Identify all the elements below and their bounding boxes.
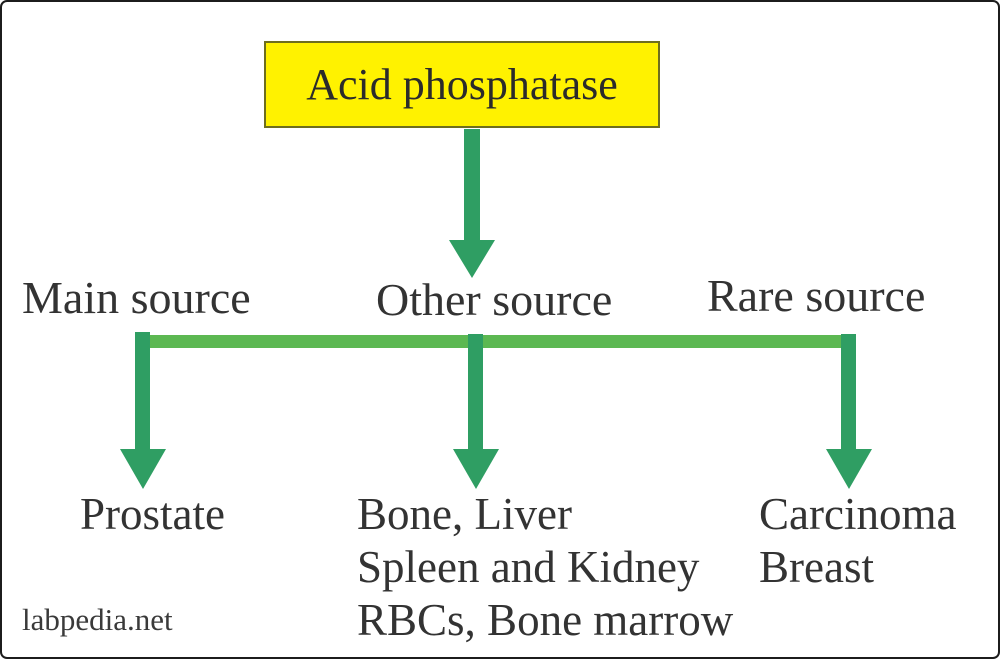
item-text: RBCs, Bone marrow xyxy=(357,595,734,645)
item-text: Spleen and Kidney xyxy=(357,542,700,592)
branch-items-other-source: Bone, Liver Spleen and Kidney RBCs, Bone… xyxy=(357,488,733,647)
arrow-stem xyxy=(468,334,483,449)
branch-items-rare-source: Carcinoma Breast xyxy=(759,488,956,594)
arrow-stem xyxy=(464,129,480,241)
arrow-head xyxy=(120,449,166,489)
diagram-title: Acid phosphatase xyxy=(306,60,618,109)
branch-label-other-source: Other source xyxy=(376,274,613,325)
arrow-stem xyxy=(841,334,856,449)
watermark-text: labpedia.net xyxy=(22,602,173,637)
arrow-head xyxy=(826,449,872,489)
item-text: Prostate xyxy=(80,489,225,539)
item-text: Breast xyxy=(759,542,874,592)
branch-label-rare-source: Rare source xyxy=(707,270,926,321)
title-box: Acid phosphatase xyxy=(264,41,660,128)
item-text: Carcinoma xyxy=(759,489,957,539)
arrow-head xyxy=(453,449,499,489)
arrow-stem xyxy=(135,332,150,449)
branch-connector-bar xyxy=(135,335,855,348)
branch-label-main-source: Main source xyxy=(22,272,251,323)
arrow-head xyxy=(449,240,495,278)
branch-items-main-source: Prostate xyxy=(80,488,225,541)
item-text: Bone, Liver xyxy=(357,489,572,539)
